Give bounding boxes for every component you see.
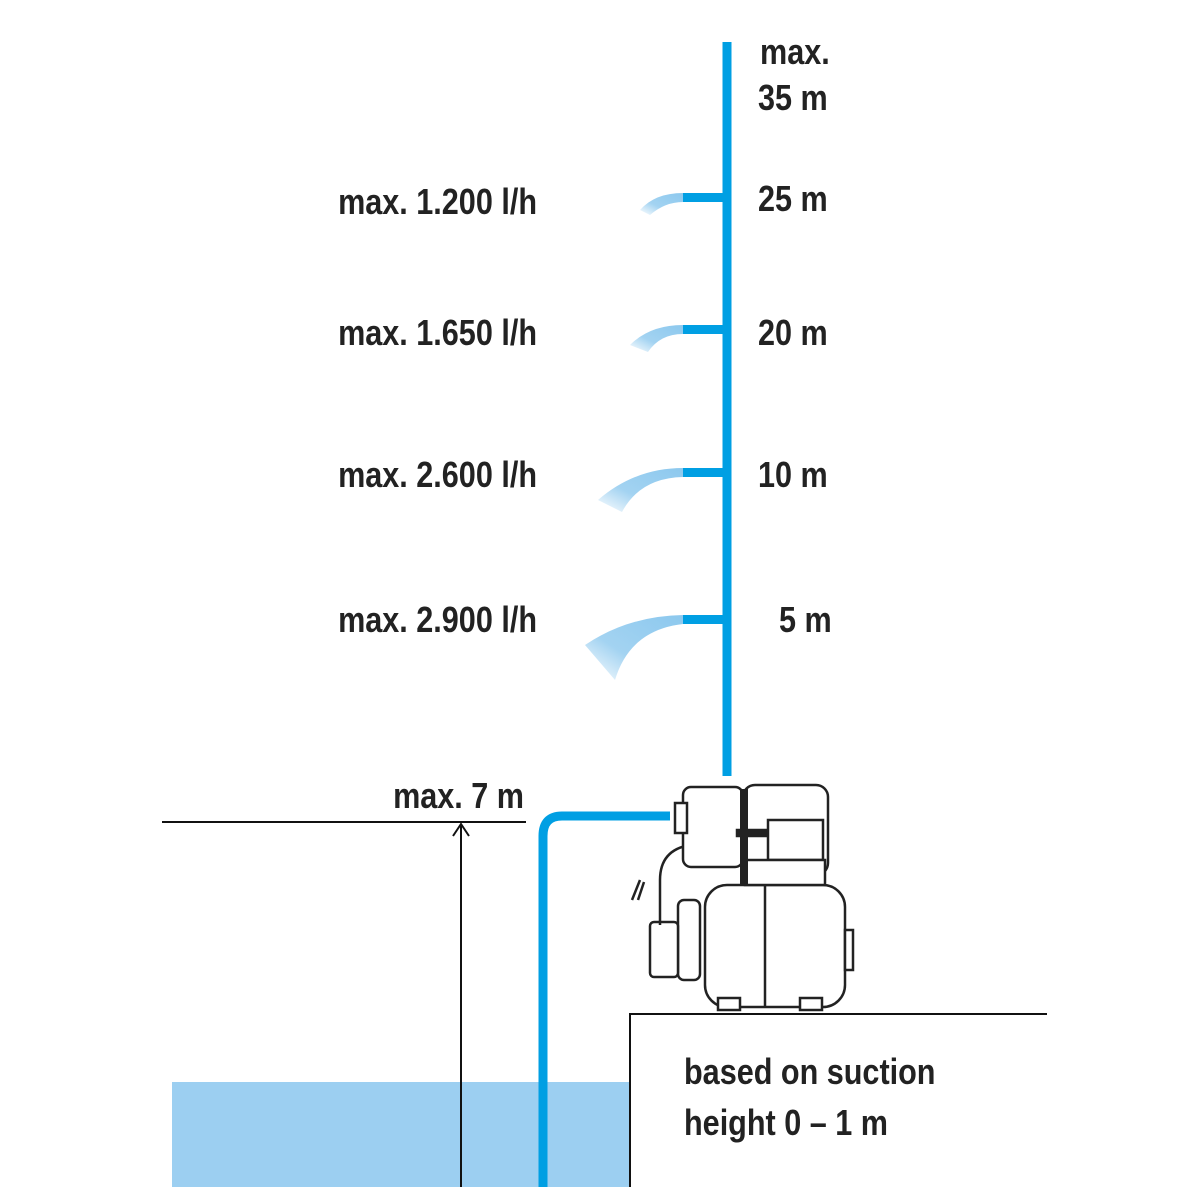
suction-label: max. 7 m [393,777,524,817]
water-reservoir [172,1082,630,1187]
outlet-20m [630,325,727,352]
outlet-25m [640,193,727,215]
flow-label-10m: max. 2.600 l/h [338,456,537,496]
arrow-head-icon [452,822,470,837]
outlet-10m [598,468,727,512]
pump-icon [630,783,855,1012]
height-label-10m: 10 m [758,456,828,496]
max-head-label-line2: 35 m [758,79,828,119]
flow-label-20m: max. 1.650 l/h [338,314,537,354]
suction-pipe [538,811,670,1187]
spray-icon [598,468,683,512]
spray-icon [640,193,683,215]
height-label-25m: 25 m [758,180,828,220]
note-line1: based on suction [684,1053,935,1093]
spray-icon [585,615,683,680]
max-head-label-line1: max. [760,33,830,73]
height-label-20m: 20 m [758,314,828,354]
flow-label-5m: max. 2.900 l/h [338,601,537,641]
note-line2: height 0 – 1 m [684,1104,888,1144]
spray-icon [630,325,683,352]
ground-platform [629,1013,1047,1187]
outlet-5m [585,615,727,680]
flow-label-25m: max. 1.200 l/h [338,183,537,223]
height-label-5m: 5 m [779,601,832,641]
